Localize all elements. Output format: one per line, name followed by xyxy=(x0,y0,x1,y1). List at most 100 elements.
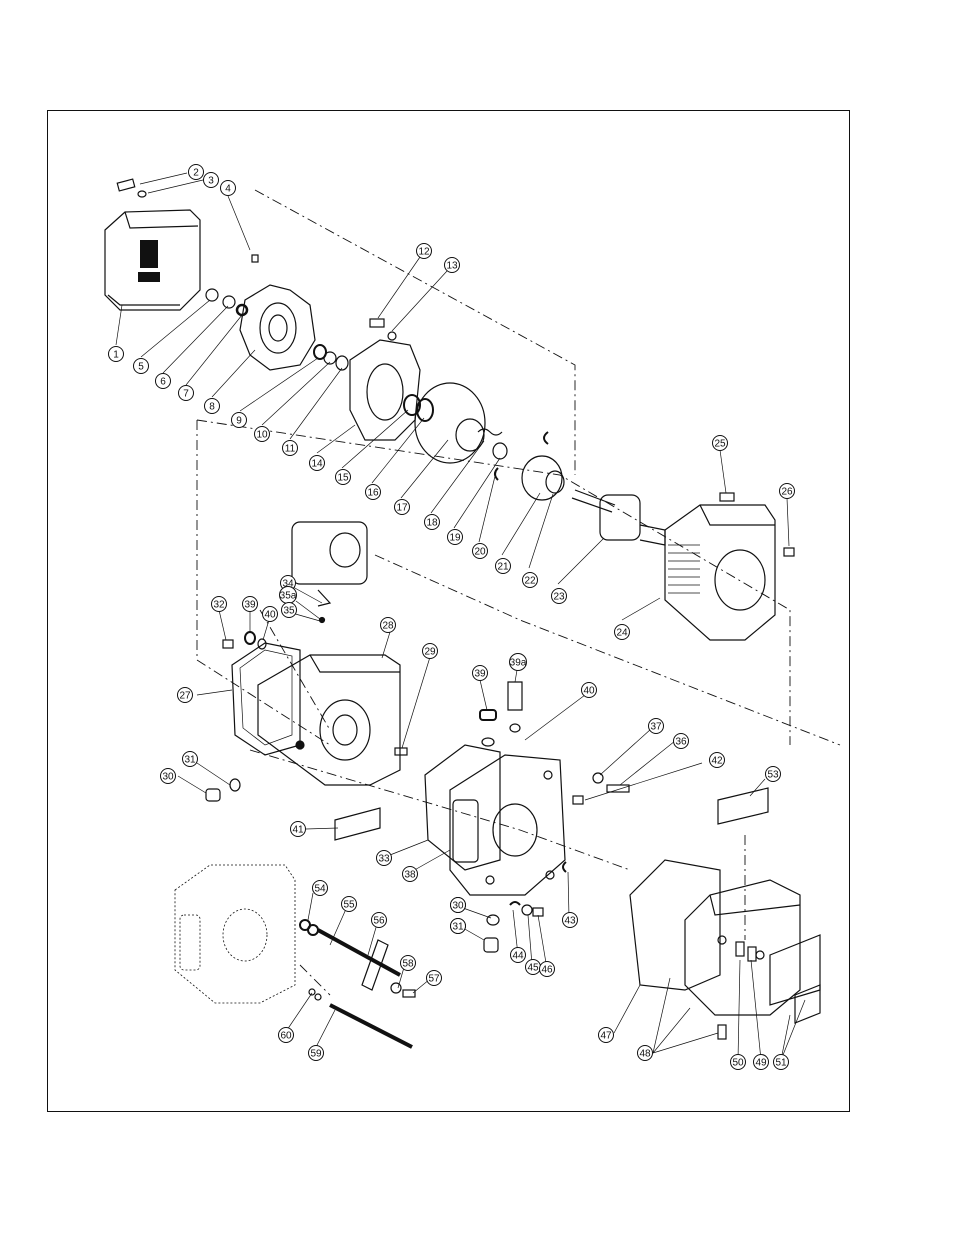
washer-part-31-left xyxy=(230,779,240,791)
callout-51: 51 xyxy=(774,1055,789,1070)
callout-label: 55 xyxy=(343,900,355,911)
callout-label: 17 xyxy=(396,503,408,514)
callout-9: 9 xyxy=(232,413,247,428)
callout-47: 47 xyxy=(599,1028,614,1043)
callout-label: 39a xyxy=(510,658,527,669)
cylinder-block-part-28 xyxy=(258,655,400,785)
callout-42: 42 xyxy=(710,753,725,768)
fan-part-7 xyxy=(240,285,315,370)
callout-label: 18 xyxy=(426,518,438,529)
callout-30: 30 xyxy=(161,769,176,784)
callout-label: 4 xyxy=(225,184,231,195)
washer-part-31-center xyxy=(487,915,499,925)
plug-part-32 xyxy=(223,640,233,648)
callout-label: 40 xyxy=(264,610,276,621)
callout-label: 50 xyxy=(732,1058,744,1069)
callout-label: 28 xyxy=(382,621,394,632)
callout-27: 27 xyxy=(178,688,193,703)
callout-50: 50 xyxy=(731,1055,746,1070)
callout-11: 11 xyxy=(283,441,298,456)
callout-17: 17 xyxy=(395,500,410,515)
callout-label: 22 xyxy=(524,576,536,587)
callout-40: 40 xyxy=(263,607,278,622)
screw-and-washer-2-3 xyxy=(117,179,146,197)
callout-label: 31 xyxy=(452,922,464,933)
callout-31: 31 xyxy=(183,752,198,767)
label-part-41 xyxy=(335,808,380,840)
screw-part-25 xyxy=(720,493,734,501)
callout-label: 35 xyxy=(283,606,295,617)
screw-part-36 xyxy=(607,785,629,792)
callout-30: 30 xyxy=(451,898,466,913)
callout-20: 20 xyxy=(473,544,488,559)
callout-label: 57 xyxy=(428,974,440,985)
screw-part-57 xyxy=(403,990,415,997)
callout-19: 19 xyxy=(448,530,463,545)
gasket-part-27 xyxy=(232,643,300,755)
callout-33: 33 xyxy=(377,851,392,866)
callout-label: 37 xyxy=(650,722,662,733)
label-part-53 xyxy=(718,788,768,824)
cap-part-39-left xyxy=(245,632,255,644)
washer-part-37 xyxy=(593,773,603,783)
callout-label: 47 xyxy=(600,1031,612,1042)
callout-label: 20 xyxy=(474,547,486,558)
callout-label: 46 xyxy=(541,965,553,976)
callout-label: 21 xyxy=(497,562,509,573)
callout-22: 22 xyxy=(523,573,538,588)
callout-39a: 39a xyxy=(510,654,527,671)
callout-label: 35a xyxy=(280,591,297,602)
ring-part-10 xyxy=(336,356,348,370)
callout-4: 4 xyxy=(221,181,236,196)
plug-part-30-center xyxy=(484,938,498,952)
callout-label: 10 xyxy=(256,430,268,441)
callout-36: 36 xyxy=(674,734,689,749)
callout-label: 39 xyxy=(474,669,486,680)
callout-3: 3 xyxy=(204,173,219,188)
washer-part-13 xyxy=(388,332,396,340)
callout-37: 37 xyxy=(649,719,664,734)
rod-part-55 xyxy=(318,930,400,975)
callout-56: 56 xyxy=(372,913,387,928)
ring-part-5 xyxy=(223,296,235,308)
callout-54: 54 xyxy=(313,881,328,896)
callout-18: 18 xyxy=(425,515,440,530)
gasket-part-33 xyxy=(425,745,500,870)
callout-label: 6 xyxy=(160,377,166,388)
valve-body-part-38 xyxy=(450,755,565,895)
rotor-shaft-part-22 xyxy=(572,490,665,545)
callout-label: 23 xyxy=(553,592,565,603)
callout-10: 10 xyxy=(255,427,270,442)
motor-housing-part-24 xyxy=(665,505,775,640)
callout-26: 26 xyxy=(780,484,795,499)
callout-label: 30 xyxy=(452,901,464,912)
spring-part-44 xyxy=(510,902,520,905)
callout-label: 58 xyxy=(402,959,414,970)
callout-23: 23 xyxy=(552,589,567,604)
callout-label: 59 xyxy=(310,1049,322,1060)
callout-label: 24 xyxy=(616,628,628,639)
key-part-23 xyxy=(252,255,258,262)
ring-part-60b xyxy=(315,994,321,1000)
callout-label: 41 xyxy=(292,825,304,836)
callout-48: 48 xyxy=(638,1046,653,1061)
callout-28: 28 xyxy=(381,618,396,633)
callout-8: 8 xyxy=(205,399,220,414)
callout-label: 8 xyxy=(209,402,215,413)
callout-39: 39 xyxy=(473,666,488,681)
screw-part-50 xyxy=(736,942,744,956)
callout-12: 12 xyxy=(417,244,432,259)
valve-body-ghost xyxy=(175,865,295,1003)
callout-label: 48 xyxy=(639,1049,651,1060)
rear-cover-part xyxy=(105,210,200,310)
callout-38: 38 xyxy=(403,867,418,882)
callout-label: 31 xyxy=(184,755,196,766)
callout-label: 2 xyxy=(193,168,199,179)
callout-label: 49 xyxy=(755,1058,767,1069)
callout-label: 39 xyxy=(244,600,256,611)
callout-label: 16 xyxy=(367,488,379,499)
callout-label: 14 xyxy=(311,459,323,470)
plug-part-30-left xyxy=(206,789,220,801)
callout-label: 53 xyxy=(767,770,779,781)
